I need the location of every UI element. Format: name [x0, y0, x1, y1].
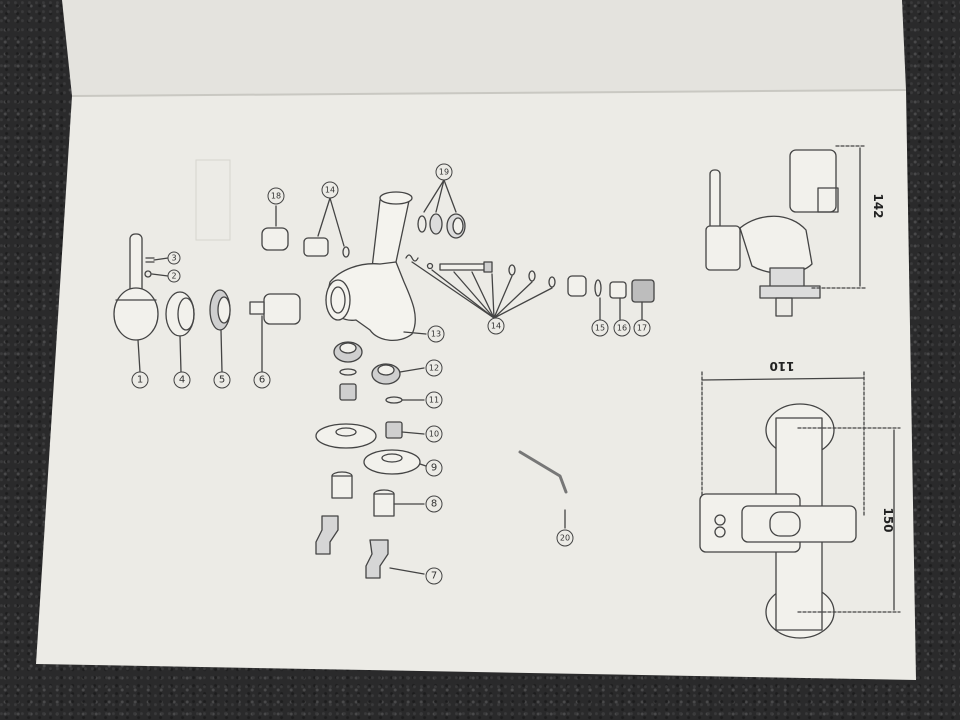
label-18: 18: [271, 192, 281, 201]
label-5: 5: [219, 375, 225, 386]
fitting-17: [631, 279, 655, 303]
nipple-part-left: [339, 383, 357, 401]
label-6: 6: [259, 375, 265, 386]
paper-sheet: [36, 90, 916, 680]
label-9: 9: [431, 463, 437, 474]
front-view-drawing: [699, 371, 901, 639]
leader-lines-14: [411, 261, 553, 319]
label-8: 8: [431, 499, 437, 510]
nut-part-upper: [333, 341, 363, 363]
seal-rings-part: [417, 213, 466, 239]
side-view-drawing: [705, 145, 867, 317]
lever-handle-part: [113, 233, 159, 341]
spring-part: [405, 254, 419, 262]
label-20: 20: [560, 534, 570, 543]
label-10: 10: [429, 430, 439, 439]
label-14-upper: 14: [325, 186, 335, 195]
paper-sheet-upper: [62, 0, 906, 96]
label-14-lower: 14: [491, 322, 501, 331]
connector-left: [331, 471, 353, 499]
filter-part-right: [567, 275, 587, 297]
knob-cap-part: [261, 227, 289, 251]
set-screw-2: [144, 270, 152, 278]
label-11: 11: [429, 396, 439, 405]
label-19: 19: [439, 168, 449, 177]
label-13: 13: [431, 330, 441, 339]
escutcheon-left: [315, 423, 377, 449]
label-3: 3: [171, 254, 176, 263]
set-screw-3: [145, 257, 155, 263]
label-15: 15: [595, 324, 605, 333]
label-17: 17: [637, 324, 647, 333]
connector-8: [373, 489, 395, 517]
nut-part-12: [371, 363, 401, 385]
fitting-16: [609, 281, 627, 299]
label-1: 1: [137, 375, 143, 386]
eccentric-7: [365, 539, 389, 579]
filter-part-upper: [303, 237, 329, 257]
hex-key-part: [518, 450, 568, 494]
label-16: 16: [617, 324, 627, 333]
washer-upper: [339, 368, 357, 376]
dimension-centers: 150: [881, 507, 895, 532]
dimension-height: 142: [871, 193, 885, 218]
nut-part: [209, 289, 231, 331]
label-12: 12: [429, 364, 439, 373]
valve-body-part: [325, 191, 416, 341]
cartridge-part: [249, 293, 301, 325]
show-through-box: [195, 159, 231, 241]
dimension-width: 110: [769, 359, 794, 373]
label-2: 2: [171, 272, 176, 281]
escutcheon-9: [363, 449, 421, 475]
label-7: 7: [431, 571, 437, 582]
paper-fold: [71, 89, 907, 97]
cover-cap-part: [165, 291, 195, 337]
spindle-part: [426, 261, 493, 273]
eccentric-left: [315, 515, 339, 555]
label-4: 4: [179, 375, 185, 386]
washer-15: [594, 279, 602, 297]
nipple-part-10: [385, 421, 403, 439]
